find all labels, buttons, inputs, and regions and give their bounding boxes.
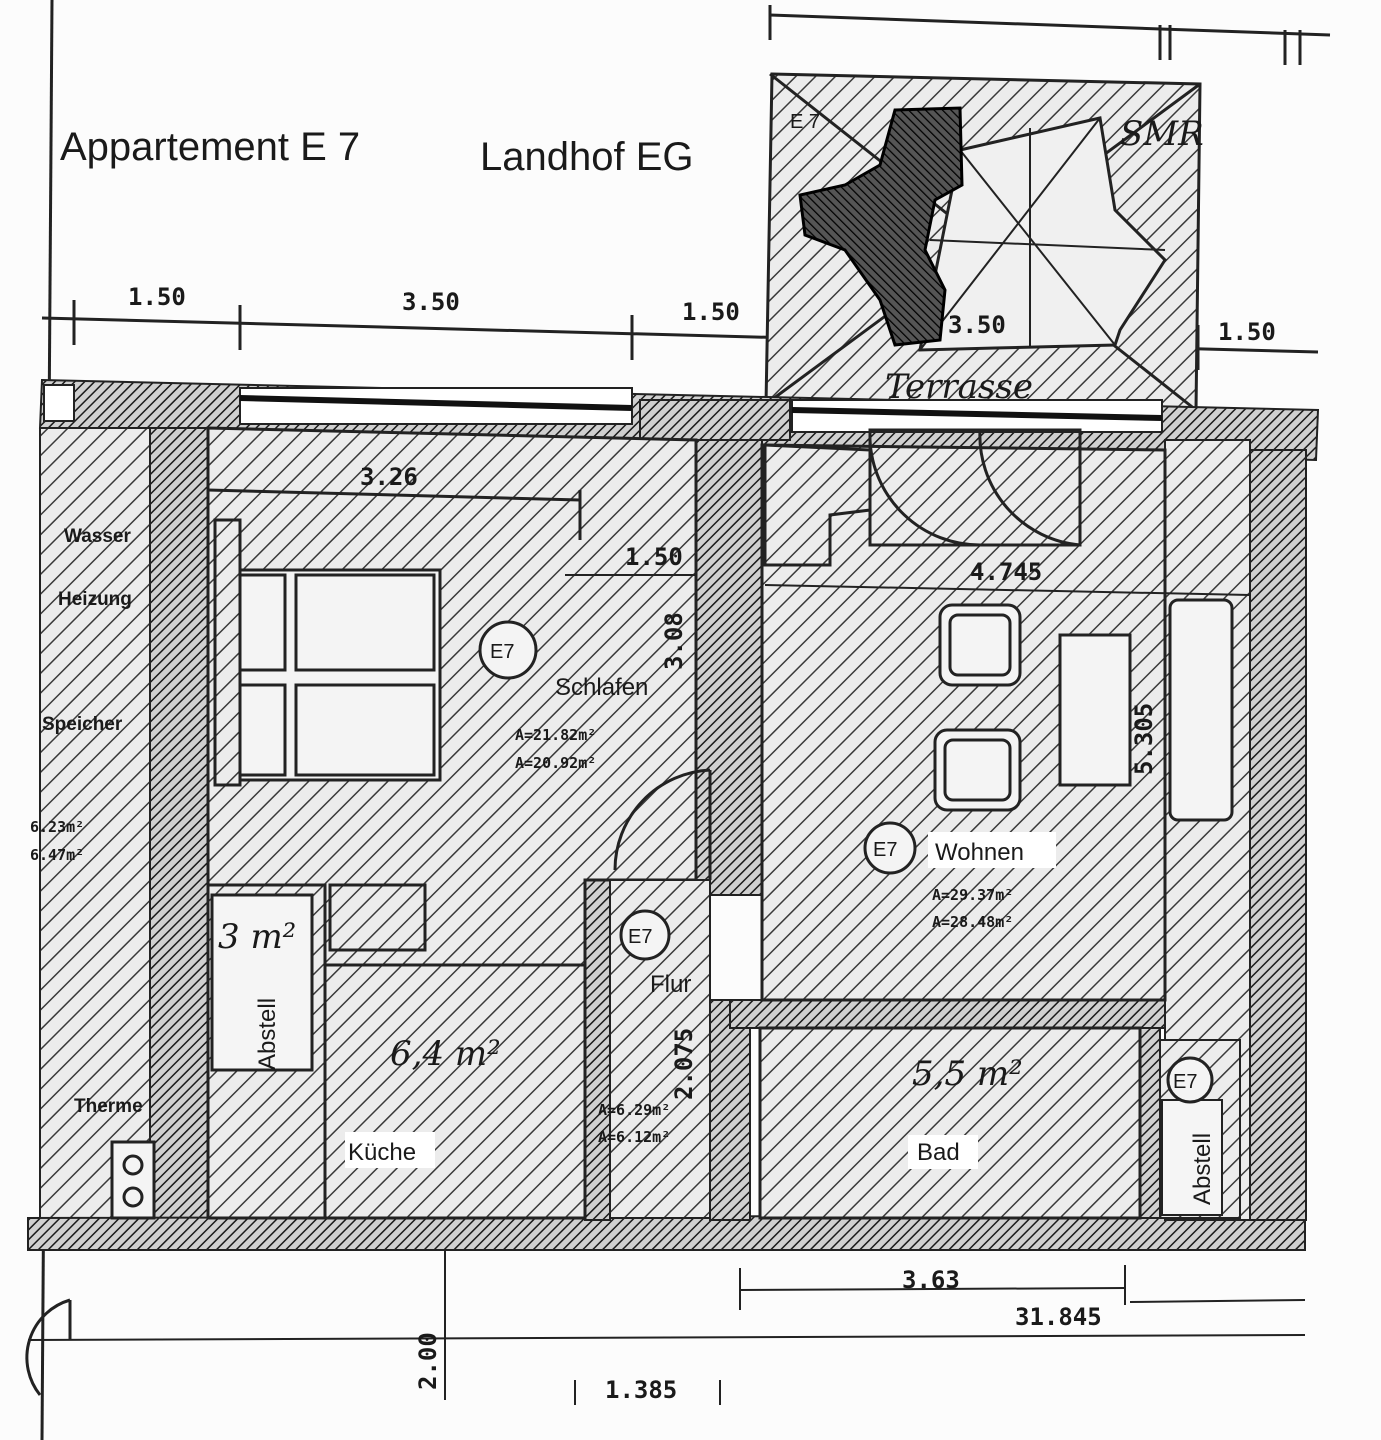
dim-bedroom-depth: 3.08 xyxy=(660,612,688,670)
hall-tag: E7 xyxy=(628,926,652,948)
dim-bottom-mid: 1.385 xyxy=(605,1376,677,1404)
dim-top-5: 1.50 xyxy=(1218,318,1276,346)
bath-name: Bad xyxy=(917,1139,960,1166)
living-tag: E7 xyxy=(873,839,897,861)
living-area-2: A=28.48m² xyxy=(932,913,1013,931)
room-tags xyxy=(478,620,1214,1104)
terrace-tag: E 7 xyxy=(790,111,820,133)
hall-area-1: A=6.29m² xyxy=(598,1101,670,1119)
dim-top-2: 3.50 xyxy=(402,288,460,316)
hall-name: Flur xyxy=(650,971,691,998)
living-area-1: A=29.37m² xyxy=(932,886,1013,904)
dim-hall-depth: 2.075 xyxy=(670,1028,698,1100)
kitchen-handwritten-area: 6,4 m² xyxy=(390,1034,501,1074)
dim-bottom-left: 2.00 xyxy=(414,1332,442,1390)
dim-bath-width: 3.63 xyxy=(902,1266,960,1294)
storage-right-name: Abstell xyxy=(1189,1133,1216,1205)
utility-area-1: 6.23m² xyxy=(30,818,84,836)
utility-label-heating: Heizung xyxy=(58,589,132,610)
hall-area-2: A=6.12m² xyxy=(598,1128,670,1146)
bedroom-area-1: A=21.82m² xyxy=(515,726,596,744)
storage-left-handwritten-area: 3 m² xyxy=(218,917,296,957)
dim-top-1: 1.50 xyxy=(128,283,186,311)
bedroom-area-2: A=20.92m² xyxy=(515,754,596,772)
utility-label-storage: Speicher xyxy=(42,714,123,735)
dim-living-width: 4.745 xyxy=(970,558,1042,586)
dim-bedroom-inner: 1.50 xyxy=(625,543,683,571)
storage-left-name: Abstell xyxy=(254,998,281,1070)
living-name: Wohnen xyxy=(935,839,1024,866)
utility-label-therme: Therme xyxy=(74,1096,143,1117)
entrance-door xyxy=(25,1298,71,1396)
bedroom-tag: E7 xyxy=(490,641,514,663)
inner-dimension-lines xyxy=(27,574,1306,1405)
kitchen-name: Küche xyxy=(348,1139,416,1166)
furniture xyxy=(110,428,1234,1220)
apartment-title: Appartement E 7 xyxy=(60,125,360,169)
dim-bedroom-width: 3.26 xyxy=(360,463,418,491)
bedroom-name: Schlafen xyxy=(555,674,648,701)
dim-top-3: 1.50 xyxy=(682,298,740,326)
dim-living-depth: 5.305 xyxy=(1130,703,1158,775)
dim-total: 31.845 xyxy=(1015,1303,1102,1331)
utility-label-water: Wasser xyxy=(64,526,131,547)
bath-handwritten-area: 5,5 m² xyxy=(912,1054,1023,1094)
terrace-signature: SMR xyxy=(1120,114,1204,154)
location-title: Landhof EG xyxy=(480,135,694,179)
storage-right-tag: E7 xyxy=(1173,1071,1197,1093)
terrace: E 7 SMR 3.50 Terrasse xyxy=(764,72,1204,412)
dim-top-4: 3.50 xyxy=(948,311,1006,339)
utility-area-2: 6.47m² xyxy=(30,846,84,864)
building-walls xyxy=(27,378,1320,1251)
room-floors xyxy=(206,426,1241,1220)
